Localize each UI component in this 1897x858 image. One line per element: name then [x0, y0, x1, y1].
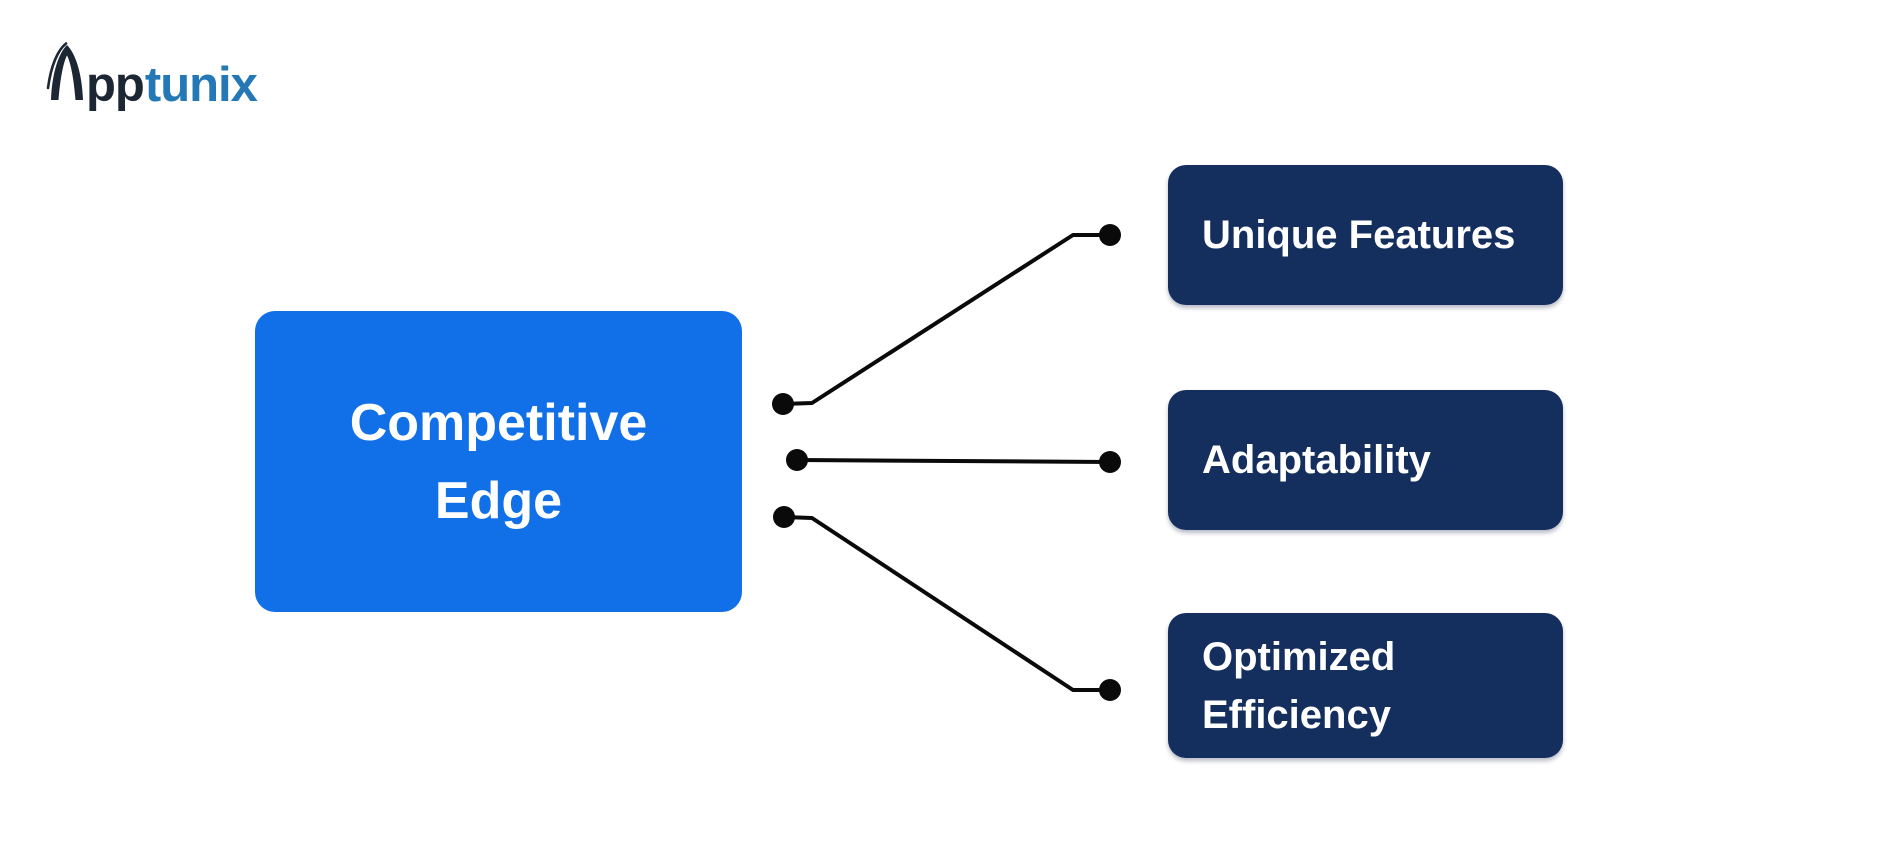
node-label: Unique Features — [1202, 213, 1516, 257]
connector-endpoint-dot-competitive-edge — [772, 393, 794, 415]
node-label: Optimized Efficiency — [1202, 634, 1396, 737]
center-node-label-line1: Competitive — [349, 393, 648, 452]
apptunix-logo-a-arch-icon — [46, 42, 83, 100]
connector-endpoint-dot-competitive-edge — [773, 506, 795, 528]
center-node-label-line2: Edge — [434, 471, 563, 530]
node-label: Adaptability — [1202, 438, 1431, 482]
connector-endpoint-dot-competitive-edge — [786, 449, 808, 471]
node-optimized-efficiency: Optimized Efficiency — [1168, 613, 1563, 758]
node-adaptability: Adaptability — [1168, 390, 1563, 530]
connector-line-adaptability — [795, 458, 1112, 464]
node-competitive-edge: Competitive Edge — [255, 311, 742, 612]
connector-endpoint-dot-optimized-efficiency — [1099, 679, 1121, 701]
connector-endpoint-dot-unique-features — [1099, 224, 1121, 246]
apptunix-logo-text: pptunix — [86, 58, 258, 112]
logo-blue-letters: tunix — [144, 58, 258, 112]
node-unique-features: Unique Features — [1168, 165, 1563, 305]
connector-endpoint-dot-adaptability — [1099, 451, 1121, 473]
logo-dark-letters: pp — [86, 58, 145, 112]
connector-line-unique-features — [781, 233, 1112, 406]
connector-line-optimized-efficiency — [782, 515, 1112, 692]
apptunix-logo: pptunix — [46, 42, 258, 112]
